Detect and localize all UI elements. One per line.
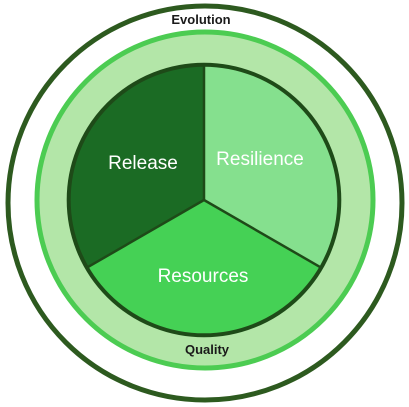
segment-release [68,64,204,268]
segment-resilience [204,64,340,268]
divider-right [203,198,322,269]
segment-resources [86,200,322,336]
label-resilience: Resilience [216,149,304,170]
divider-left [86,198,205,269]
inner-pie [66,62,342,338]
label-evolution: Evolution [171,12,230,27]
label-resources: Resources [158,266,249,287]
inner-circle-border [66,62,342,338]
label-quality: Quality [185,342,230,357]
label-release: Release [108,153,178,174]
